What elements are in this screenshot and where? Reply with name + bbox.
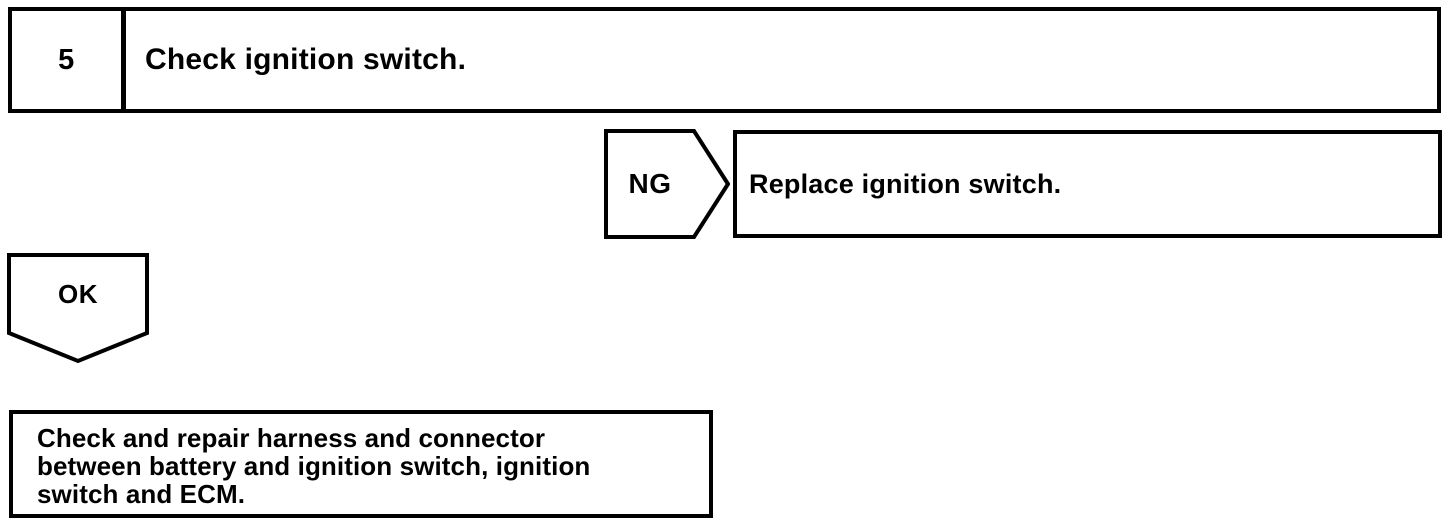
ok-result-line-2: between battery and ignition switch, ign… <box>37 451 591 481</box>
step-number: 5 <box>58 43 75 76</box>
step-title-cell: Check ignition switch. <box>131 11 1437 109</box>
ng-branch-arrow-icon <box>604 129 730 239</box>
ok-result-line-3: switch and ECM. <box>37 479 246 509</box>
ok-branch-arrow-icon <box>7 253 149 365</box>
ok-result-box: Check and repair harness and connector b… <box>9 410 713 518</box>
ng-result-text: Replace ignition switch. <box>749 168 1062 199</box>
step-title: Check ignition switch. <box>145 43 467 76</box>
step-number-cell: 5 <box>12 11 126 109</box>
ng-result-box: Replace ignition switch. <box>733 130 1442 238</box>
ok-result-line-1: Check and repair harness and connector <box>37 423 546 453</box>
step-header-box: 5 Check ignition switch. <box>8 7 1441 113</box>
